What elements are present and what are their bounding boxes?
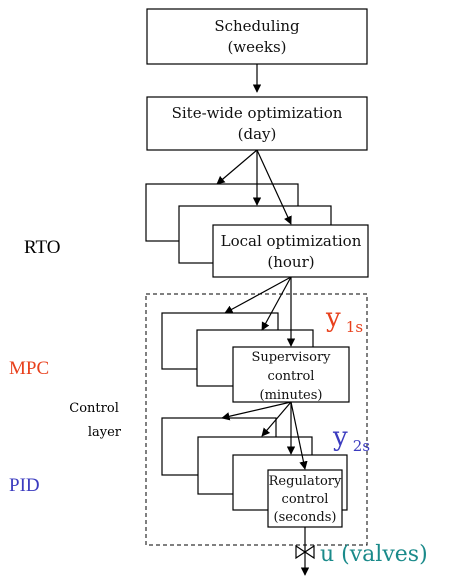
arrow-site-to-local-1 — [216, 149, 258, 185]
local-box-front — [212, 224, 369, 278]
control-layer-label-2: layer — [88, 425, 122, 440]
control-layer-label-1: Control — [69, 401, 119, 416]
arrow-local-to-sup-2 — [261, 276, 292, 331]
valve-icon — [295, 544, 315, 560]
pid-label: PID — [9, 475, 40, 496]
supervisory-label: Supervisory — [251, 350, 331, 365]
supervisory-period: (minutes) — [260, 388, 323, 403]
local-label: Local optimization — [221, 232, 362, 250]
supervisory-label-2: control — [268, 369, 315, 384]
site-wide-period: (day) — [238, 125, 277, 143]
local-period: (hour) — [267, 253, 314, 271]
arrow-sup-to-reg-4 — [290, 401, 308, 470]
site-wide-box — [146, 96, 368, 151]
site-wide-label: Site-wide optimization — [172, 104, 343, 122]
control-layer-region — [145, 293, 368, 546]
regulatory-label-frame — [267, 469, 343, 528]
regulatory-label: Regulatory — [269, 474, 342, 489]
y1s-base: y — [325, 303, 341, 333]
y1s-sub: 1s — [346, 318, 363, 336]
regulatory-period: (seconds) — [274, 510, 337, 525]
arrow-sup-to-reg-1 — [221, 401, 292, 421]
arrow-local-to-sup-1 — [224, 276, 292, 314]
y2s-signal: y 2s — [332, 422, 370, 455]
scheduling-period: (weeks) — [227, 38, 286, 56]
supervisory-box-front — [232, 346, 350, 403]
scheduling-box — [146, 8, 368, 65]
control-layer-label: Control layer — [69, 401, 123, 440]
u-valves-signal: u (valves) — [320, 542, 428, 567]
rto-label: RTO — [24, 237, 61, 258]
arrow-sup-to-reg-2 — [261, 401, 292, 437]
y2s-sub: 2s — [353, 437, 370, 455]
y1s-signal: y 1s — [325, 303, 363, 336]
y2s-base: y — [332, 422, 348, 452]
arrow-site-to-local-3 — [256, 149, 292, 225]
regulatory-label-2: control — [282, 492, 329, 507]
scheduling-label: Scheduling — [214, 17, 300, 35]
mpc-label: MPC — [9, 358, 49, 379]
